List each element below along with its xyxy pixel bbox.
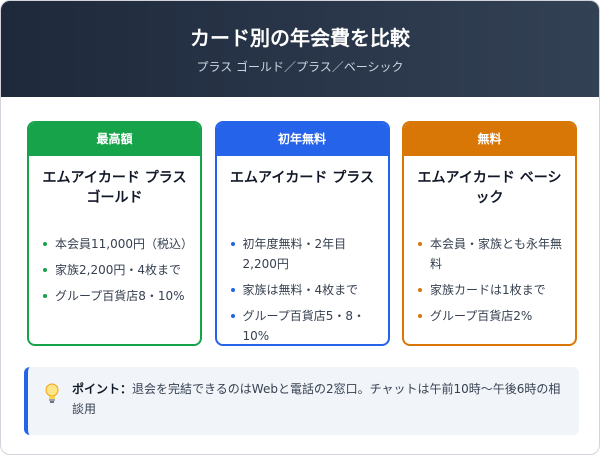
- tip-text: 退会を完結できるのはWebと電話の2窓口。チャットは午前10時〜午後6時の相談用: [72, 382, 561, 416]
- page-title: カード別の年会費を比較: [190, 26, 410, 50]
- feature-item: 家族は無料・4枚まで: [229, 280, 378, 300]
- card-badge: 無料: [404, 123, 575, 156]
- feature-text: グループ百貨店2%: [430, 309, 533, 323]
- page-subtitle: プラス ゴールド／プラス／ベーシック: [196, 60, 404, 74]
- card-name: エムアイカード プラス: [230, 170, 374, 186]
- tip-label: ポイント：: [72, 382, 133, 396]
- feature-text: 本会員・家族とも永年無料: [430, 237, 563, 271]
- feature-item: グループ百貨店2%: [416, 306, 565, 326]
- feature-text: 初年度無料・2年目2,200円: [242, 237, 347, 271]
- feature-text: グループ百貨店5・8・10%: [242, 309, 366, 343]
- bullet-icon: [43, 242, 47, 246]
- feature-text: 家族は無料・4枚まで: [242, 283, 359, 297]
- card-badge: 最高額: [29, 123, 200, 156]
- card-name: エムアイカード ベーシック: [417, 170, 562, 206]
- bullet-icon: [43, 268, 47, 272]
- card-basic: 無料 エムアイカード ベーシック 本会員・家族とも永年無料 家族カードは1枚まで…: [402, 121, 577, 346]
- card-list: 最高額 エムアイカード プラス ゴールド 本会員11,000円（税込） 家族2,…: [27, 121, 577, 346]
- feature-item: 家族2,200円・4枚まで: [41, 260, 190, 280]
- tip-box: ポイント：退会を完結できるのはWebと電話の2窓口。チャットは午前10時〜午後6…: [24, 367, 579, 435]
- card-badge: 初年無料: [216, 123, 388, 156]
- bullet-icon: [230, 242, 235, 246]
- feature-list: 初年度無料・2年目2,200円 家族は無料・4枚まで グループ百貨店5・8・10…: [217, 234, 388, 344]
- feature-text: 家族2,200円・4枚まで: [55, 263, 181, 277]
- feature-item: 本会員11,000円（税込）: [41, 234, 193, 254]
- feature-text: 家族カードは1枚まで: [430, 283, 546, 297]
- feature-item: 家族カードは1枚まで: [416, 280, 565, 300]
- bullet-icon: [230, 314, 235, 318]
- feature-item: 初年度無料・2年目2,200円: [229, 234, 378, 274]
- feature-item: グループ百貨店5・8・10%: [229, 306, 378, 344]
- feature-item: グループ百貨店8・10%: [41, 286, 190, 306]
- feature-list: 本会員11,000円（税込） 家族2,200円・4枚まで グループ百貨店8・10…: [29, 234, 200, 306]
- feature-text: 本会員11,000円（税込）: [55, 237, 193, 251]
- bullet-icon: [418, 314, 422, 318]
- feature-item: 本会員・家族とも永年無料: [416, 234, 565, 274]
- lightbulb-icon: [45, 383, 59, 403]
- feature-text: グループ百貨店8・10%: [55, 289, 185, 303]
- card-plus: 初年無料 エムアイカード プラス 初年度無料・2年目2,200円 家族は無料・4…: [214, 121, 390, 346]
- bullet-icon: [43, 294, 47, 298]
- header: カード別の年会費を比較 プラス ゴールド／プラス／ベーシック: [1, 1, 599, 97]
- card-name: エムアイカード プラス ゴールド: [42, 170, 187, 206]
- tip-text-block: ポイント：退会を完結できるのはWebと電話の2窓口。チャットは午前10時〜午後6…: [72, 379, 565, 419]
- feature-list: 本会員・家族とも永年無料 家族カードは1枚まで グループ百貨店2%: [404, 234, 575, 326]
- bullet-icon: [418, 288, 422, 292]
- bullet-icon: [230, 288, 235, 292]
- bullet-icon: [418, 242, 422, 246]
- card-plus-gold: 最高額 エムアイカード プラス ゴールド 本会員11,000円（税込） 家族2,…: [27, 121, 202, 346]
